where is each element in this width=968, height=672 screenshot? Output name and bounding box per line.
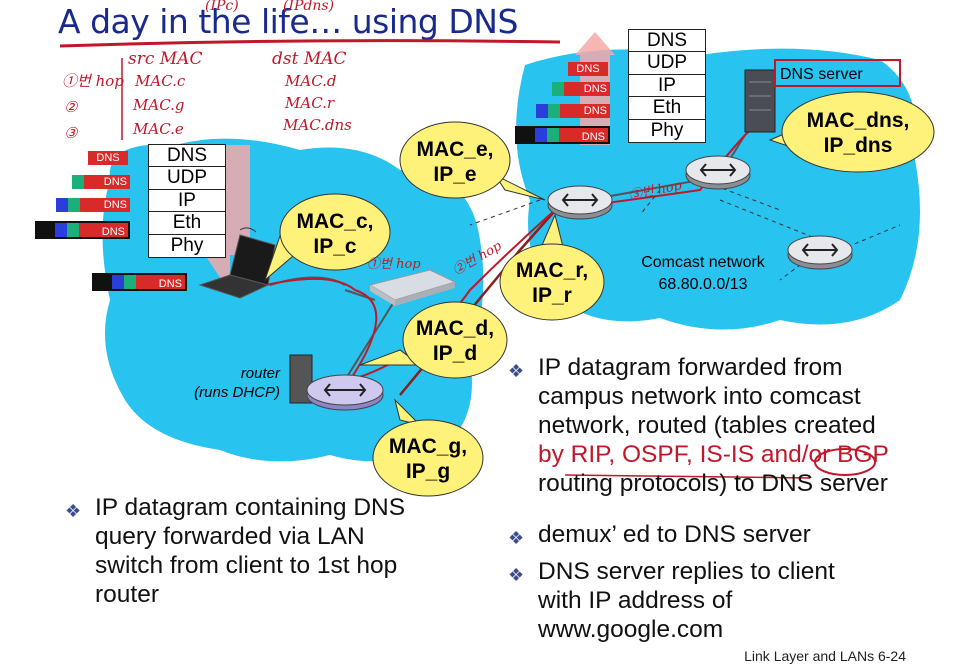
svg-text:IP_dns: IP_dns — [824, 134, 893, 157]
slide-title: A day in the life… using DNS — [58, 2, 518, 41]
bullet-marker-icon: ❖ — [508, 528, 525, 548]
stack-layer: IP — [628, 73, 706, 98]
comcast-router-edge-icon — [787, 235, 853, 270]
campus-router-icon — [289, 354, 384, 411]
bullet-marker-icon: ❖ — [508, 565, 525, 585]
svg-text:src MAC: src MAC — [128, 49, 202, 69]
bubble-mac-dns: MAC_dns, IP_dns — [768, 91, 935, 173]
comcast-network-label: Comcast network — [641, 254, 766, 271]
svg-text:③: ③ — [64, 124, 79, 142]
svg-text:IP_r: IP_r — [532, 284, 572, 307]
svg-text:MAC_e,: MAC_e, — [416, 138, 493, 161]
bullet-marker-icon: ❖ — [65, 501, 82, 521]
packet-eth-left: DNS — [35, 221, 130, 239]
svg-text:MAC.c: MAC.c — [134, 72, 186, 90]
svg-text:MAC_dns,: MAC_dns, — [807, 109, 910, 132]
svg-text:IP_d: IP_d — [433, 342, 477, 365]
bullet-right-2: ❖ demux’ ed to DNS server — [508, 520, 938, 549]
laptop-icon — [198, 227, 276, 299]
packet-udp-left: DNS — [72, 175, 130, 189]
svg-text:MAC.dns: MAC.dns — [282, 116, 352, 134]
stack-layer: Phy — [148, 233, 226, 258]
dns-server-icon — [744, 69, 776, 133]
bullet-marker-icon: ❖ — [508, 361, 525, 381]
bullet-right-3: ❖ DNS server replies to client with IP a… — [508, 558, 835, 643]
packet-phy-left: DNS — [92, 273, 187, 291]
svg-text:MAC_c,: MAC_c, — [296, 210, 373, 233]
svg-text:(IPdns): (IPdns) — [283, 0, 334, 14]
comcast-router-core-icon — [685, 155, 751, 190]
packet-ip-left: DNS — [56, 198, 130, 212]
svg-text:②: ② — [64, 98, 79, 116]
router-dhcp-label: (runs DHCP) — [194, 384, 280, 401]
lan-switch — [368, 269, 457, 306]
packet-path-annotation — [261, 129, 751, 382]
server-protocol-stack: DNS UDP IP Eth Phy — [628, 28, 706, 143]
stack-layer: UDP — [628, 51, 706, 75]
client-protocol-stack: DNS UDP IP Eth Phy — [148, 143, 226, 258]
dns-server-label: DNS server — [780, 66, 863, 83]
svg-text:MAC.g: MAC.g — [132, 96, 185, 114]
bgp-circle — [814, 448, 876, 476]
bubble-mac-d: MAC_d, IP_d — [359, 301, 508, 379]
title-underline — [59, 39, 561, 48]
svg-text:IP_c: IP_c — [313, 235, 357, 258]
packet-ip-right: DNS — [536, 104, 610, 118]
slide-footer: Link Layer and LANs 6-24 — [744, 648, 906, 664]
comcast-router-entry-icon — [547, 185, 613, 220]
stack-layer: IP — [148, 188, 226, 213]
svg-text:IP_g: IP_g — [406, 460, 450, 483]
packet-eth-right: DNS — [515, 126, 610, 144]
svg-text:①번 hop: ①번 hop — [367, 257, 421, 272]
packet-dns-left: DNS — [88, 151, 128, 165]
comcast-prefix-label: 68.80.0.0/13 — [659, 276, 748, 293]
packet-dns-right: DNS — [568, 62, 608, 76]
bullet-left-1: ❖ IP datagram containing DNS query forwa… — [65, 494, 406, 608]
stack-layer: DNS — [148, 143, 226, 168]
svg-text:(IPc): (IPc) — [205, 0, 239, 14]
dns-server-label-box — [774, 59, 901, 87]
svg-text:MAC.d: MAC.d — [284, 72, 337, 90]
stack-layer: Eth — [628, 96, 706, 120]
svg-text:①번 hop: ①번 hop — [62, 72, 124, 90]
bubble-mac-e: MAC_e, IP_e — [399, 121, 546, 201]
bubble-mac-g: MAC_g, IP_g — [372, 398, 484, 497]
stack-layer: Phy — [628, 118, 706, 143]
svg-text:MAC_r,: MAC_r, — [516, 259, 588, 282]
bubble-mac-c: MAC_c, IP_c — [263, 193, 391, 282]
svg-text:MAC_g,: MAC_g, — [389, 435, 467, 458]
svg-text:IP_e: IP_e — [433, 163, 476, 186]
bullet-right-1: ❖ IP datagram forwarded from campus netw… — [508, 354, 889, 497]
stack-layer: DNS — [628, 28, 706, 53]
stack-layer: UDP — [148, 166, 226, 190]
svg-text:MAC.r: MAC.r — [284, 94, 335, 112]
stack-layer: Eth — [148, 211, 226, 235]
svg-text:MAC_d,: MAC_d, — [416, 317, 494, 340]
router-label: router — [241, 365, 281, 382]
bubble-mac-r: MAC_r, IP_r — [499, 213, 605, 321]
svg-text:MAC.e: MAC.e — [132, 120, 184, 138]
svg-text:dst MAC: dst MAC — [272, 49, 347, 69]
packet-udp-right: DNS — [552, 82, 610, 96]
